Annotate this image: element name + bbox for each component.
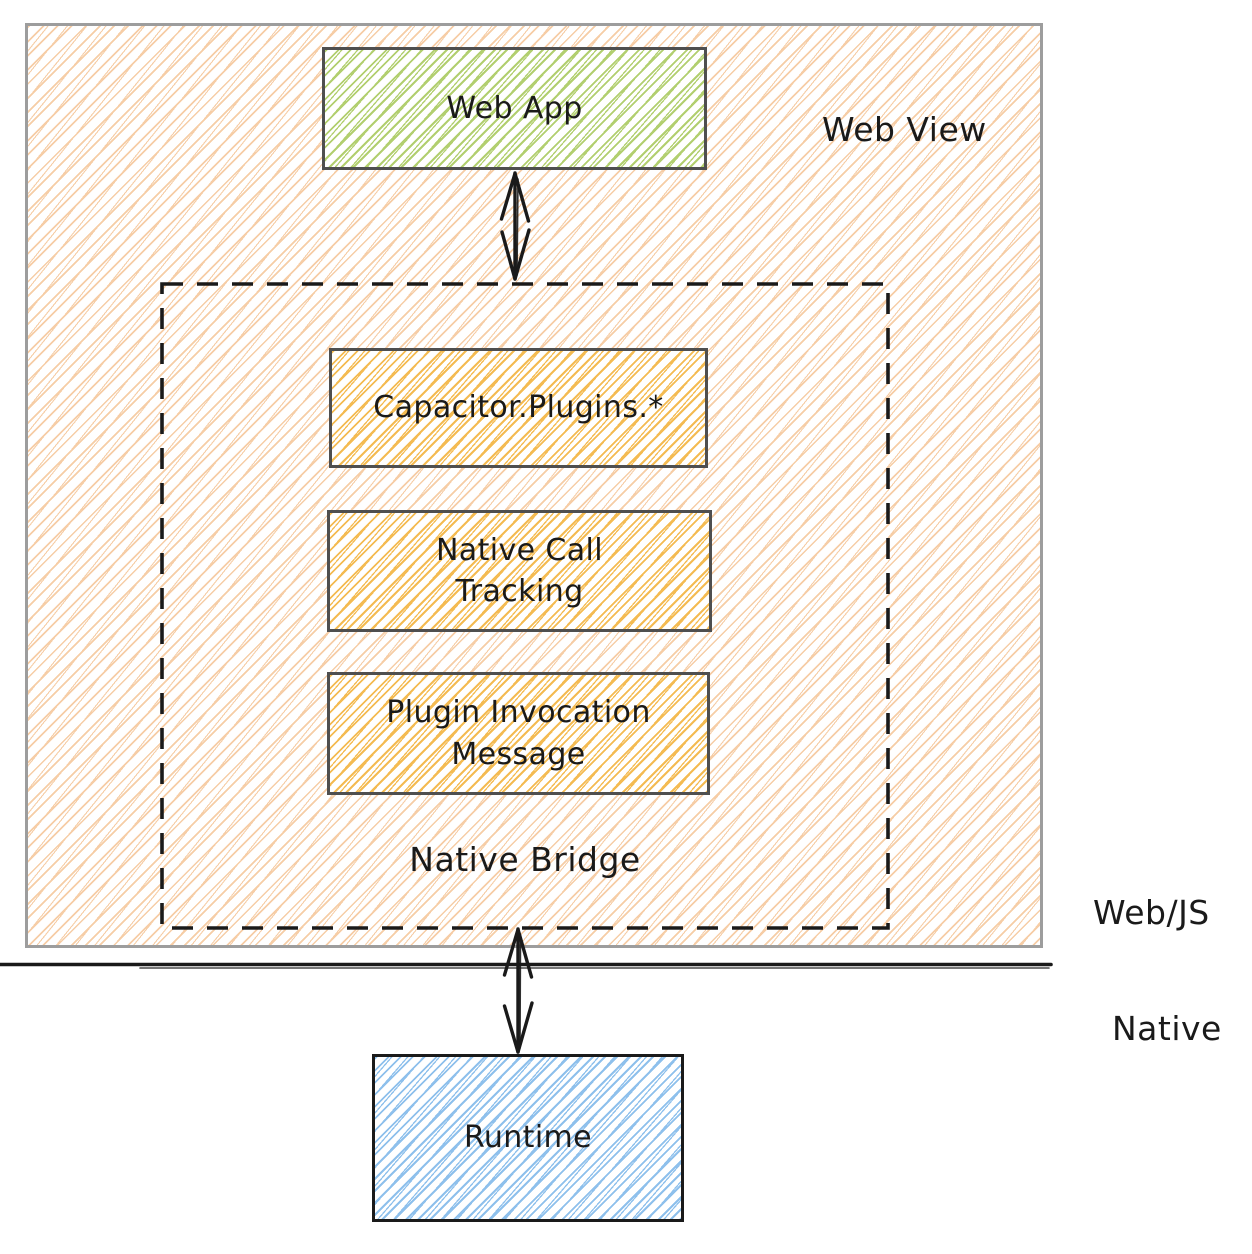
plugin-invocation-message-box: Plugin Invocation Message <box>327 672 710 795</box>
web-native-separator <box>0 962 1053 969</box>
native-layer-label: Native <box>1112 1009 1222 1048</box>
native-call-tracking-label: Native Call Tracking <box>435 532 604 609</box>
native-bridge-label: Native Bridge <box>409 840 641 879</box>
capacitor-plugins-label: Capacitor.Plugins.* <box>373 390 664 426</box>
web-view-label: Web View <box>822 110 987 149</box>
web-app-label: Web App <box>446 90 583 126</box>
native-call-tracking-box: Native Call Tracking <box>327 510 712 632</box>
runtime-box: Runtime <box>372 1054 684 1222</box>
web-js-layer-label: Web/JS <box>1093 893 1210 932</box>
plugin-invocation-message-label: Plugin Invocation Message <box>386 695 651 772</box>
web-view-region <box>25 23 1043 948</box>
capacitor-plugins-box: Capacitor.Plugins.* <box>329 348 708 468</box>
web-app-box: Web App <box>322 47 707 170</box>
runtime-label: Runtime <box>463 1120 593 1156</box>
